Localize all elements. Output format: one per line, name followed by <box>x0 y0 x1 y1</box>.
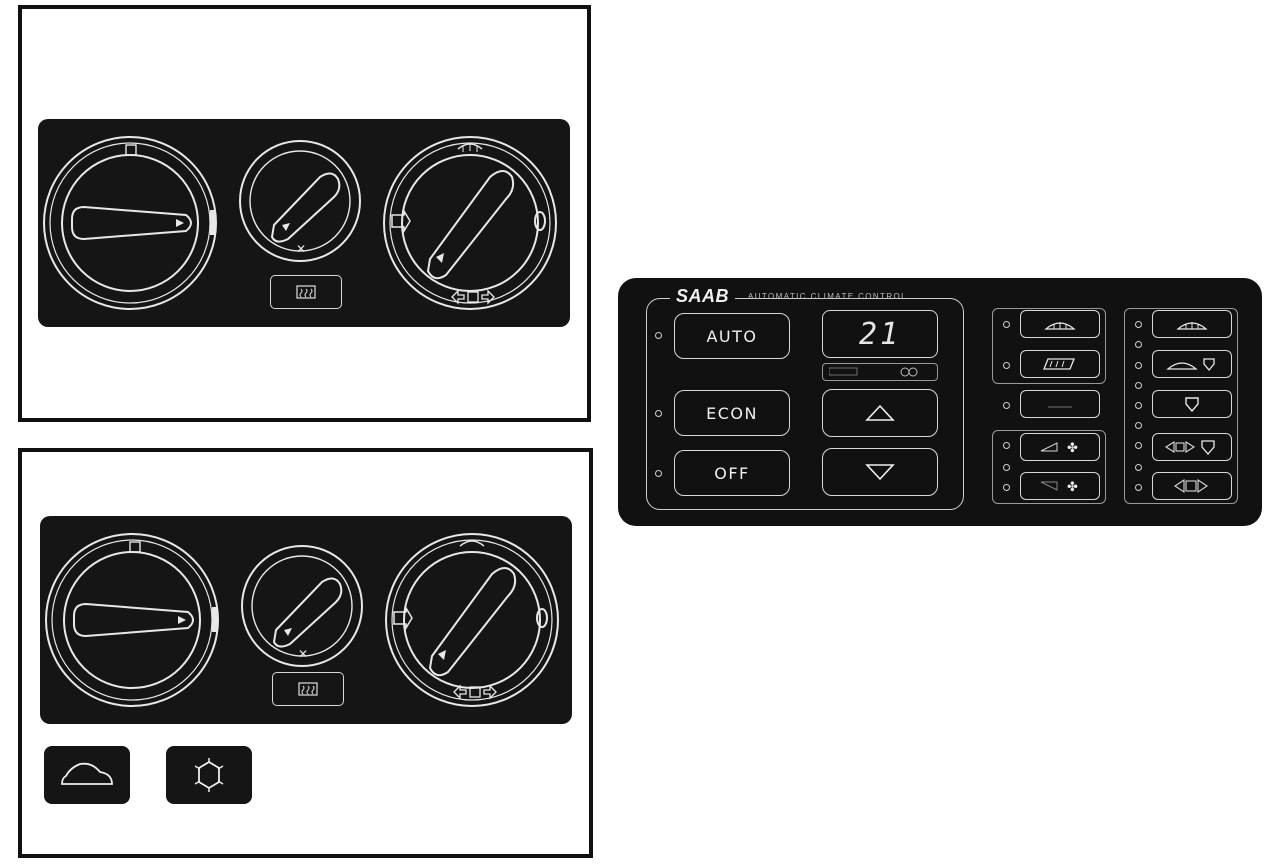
fan-mid-led <box>1003 464 1010 471</box>
fan-speed-knob[interactable]: ✕ <box>241 545 363 667</box>
fan-speed-knob[interactable]: ✕ <box>239 140 361 262</box>
recirculation-button[interactable] <box>1020 390 1100 418</box>
air-distribution-knob[interactable] <box>385 533 559 707</box>
windscreen-floor-button[interactable] <box>1152 350 1232 378</box>
automatic-climate-control-panel: SAAB AUTOMATIC CLIMATE CONTROL AUTO ECON… <box>618 278 1262 526</box>
rear-window-defrost-button[interactable] <box>1020 350 1100 378</box>
face-floor-button[interactable] <box>1152 433 1232 461</box>
temperature-knob[interactable] <box>45 533 219 707</box>
temperature-display: 21 <box>822 310 938 358</box>
dist-led-9 <box>1135 484 1142 491</box>
car-recirculation-icon <box>61 762 113 785</box>
triangle-down-icon <box>865 464 895 481</box>
econ-button[interactable]: ECON <box>674 390 790 436</box>
face-vent-button[interactable] <box>1152 472 1232 500</box>
windscreen-defrost-icon <box>1044 322 1076 330</box>
floor-vent-icon <box>1185 397 1199 413</box>
car-recirculation-icon <box>1048 406 1072 408</box>
triangle-up-icon <box>865 404 895 421</box>
svg-text:✤: ✤ <box>1067 441 1078 456</box>
fan-down-led <box>1003 484 1010 491</box>
recirculation-button[interactable] <box>44 746 130 804</box>
rear-window-defrost-icon <box>1043 358 1075 370</box>
econ-indicator-led <box>655 410 662 417</box>
fan-group-frame <box>992 430 1106 504</box>
dist-led-7 <box>1135 442 1142 449</box>
defrost-group-frame <box>992 308 1106 384</box>
windscreen-floor-icon <box>1166 358 1215 372</box>
air-distribution-knob[interactable] <box>383 136 557 310</box>
windscreen-defrost-icon <box>1176 322 1208 330</box>
svg-text:✕: ✕ <box>296 242 306 256</box>
control-panel-basic: ✕ <box>38 119 570 327</box>
control-panel-frame-ac: ✕ <box>18 448 593 858</box>
floor-vent-button[interactable] <box>1152 390 1232 418</box>
rear-window-defrost-button[interactable] <box>270 275 342 309</box>
svg-text:✕: ✕ <box>298 647 308 661</box>
dist-led-4 <box>1135 382 1142 389</box>
rear-window-defrost-icon <box>298 682 318 696</box>
fan-increase-button[interactable]: ✤ <box>1020 433 1100 461</box>
svg-text:✤: ✤ <box>1067 480 1078 495</box>
brand-logo: SAAB <box>670 286 736 307</box>
control-panel-frame-basic: ✕ <box>18 5 591 422</box>
recirc-led <box>1003 402 1010 409</box>
ac-button[interactable] <box>166 746 252 804</box>
dist-led-2 <box>1135 341 1142 348</box>
windscreen-led <box>1003 321 1010 328</box>
face-vent-icon <box>1174 478 1208 494</box>
dist-led-3 <box>1135 362 1142 369</box>
temperature-knob[interactable] <box>43 136 217 310</box>
rear-defrost-led <box>1003 362 1010 369</box>
dist-led-5 <box>1135 402 1142 409</box>
temperature-unit-strip <box>822 363 938 381</box>
max-defrost-button[interactable] <box>1020 310 1100 338</box>
fan-icon: ✤ <box>1040 480 1078 495</box>
off-indicator-led <box>655 470 662 477</box>
rear-window-defrost-button[interactable] <box>272 672 344 706</box>
face-floor-vent-icon <box>1164 440 1215 455</box>
dist-led-8 <box>1135 464 1142 471</box>
unit-indicator-icon <box>829 367 918 377</box>
dist-led-6 <box>1135 422 1142 429</box>
dist-led-1 <box>1135 321 1142 328</box>
panel-subtitle: AUTOMATIC CLIMATE CONTROL <box>748 292 908 301</box>
fan-decrease-button[interactable]: ✤ <box>1020 472 1100 500</box>
auto-button[interactable]: AUTO <box>674 313 790 359</box>
control-panel-ac: ✕ <box>40 516 572 724</box>
windscreen-vent-button[interactable] <box>1152 310 1232 338</box>
fan-up-led <box>1003 442 1010 449</box>
ac-snowflake-icon <box>194 758 224 792</box>
off-button[interactable]: OFF <box>674 450 790 496</box>
rear-window-defrost-icon <box>296 285 316 299</box>
temperature-up-button[interactable] <box>822 389 938 437</box>
distribution-group-frame <box>1124 308 1238 504</box>
auto-indicator-led <box>655 332 662 339</box>
main-controls-frame <box>646 298 964 510</box>
temperature-down-button[interactable] <box>822 448 938 496</box>
fan-icon: ✤ <box>1040 441 1078 456</box>
